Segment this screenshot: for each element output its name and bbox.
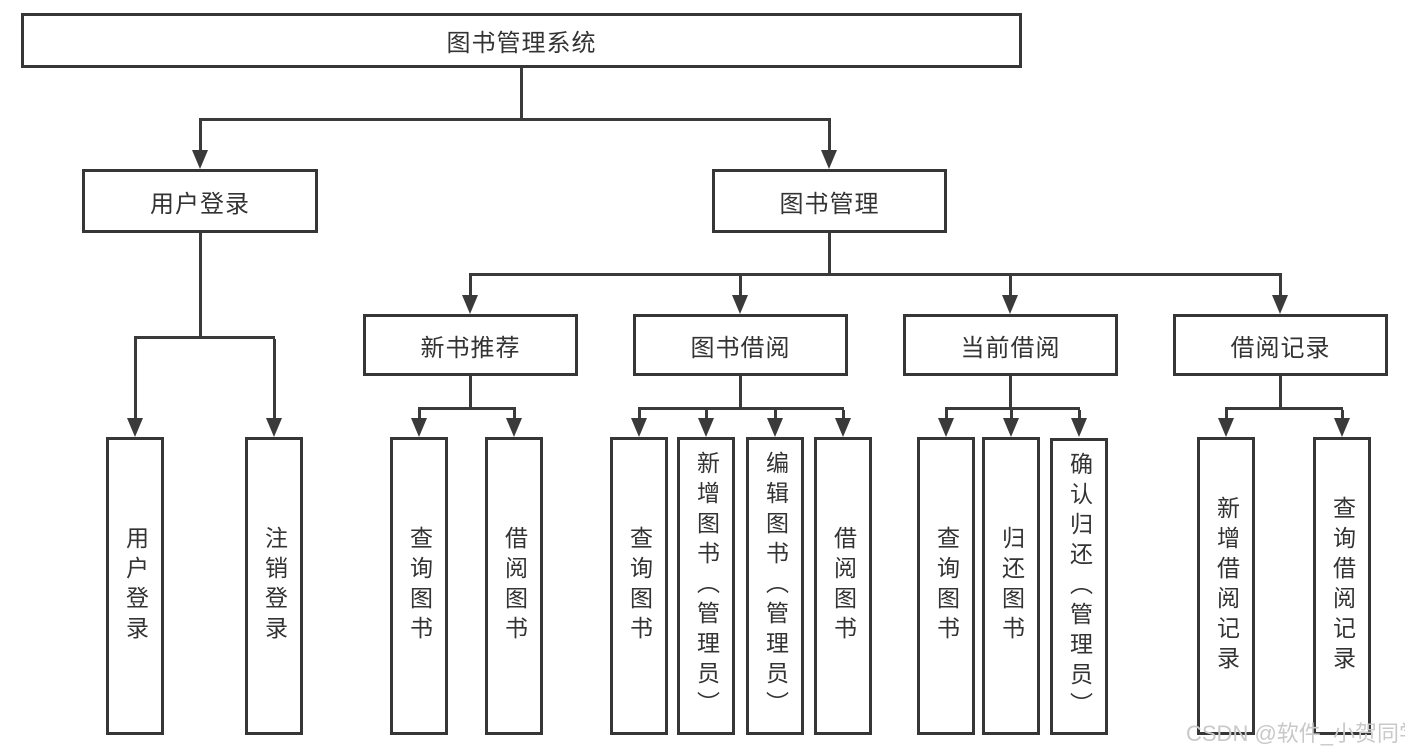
arrow-down-icon bbox=[192, 150, 208, 169]
connector-line bbox=[199, 233, 202, 338]
connector-line bbox=[842, 410, 845, 419]
arrow-down-icon bbox=[1334, 418, 1350, 437]
connector-line bbox=[469, 273, 1282, 276]
connector-line bbox=[828, 121, 831, 150]
connector-line bbox=[134, 339, 137, 418]
node-new-book-recommendation: 新书推荐 bbox=[363, 314, 578, 376]
connector-line bbox=[199, 118, 831, 121]
connector-line bbox=[1341, 410, 1344, 419]
node-label: 当前借阅 bbox=[960, 334, 1061, 362]
leaf-label: 确认归还（管理员） bbox=[1066, 451, 1093, 722]
connector-line bbox=[418, 407, 516, 410]
arrow-down-icon bbox=[1218, 418, 1234, 437]
arrow-down-icon bbox=[506, 418, 522, 437]
leaf-add-borrow-record: 新增借阅记录 bbox=[1197, 437, 1255, 735]
leaf-label: 注销登录 bbox=[261, 526, 288, 646]
connector-line bbox=[418, 410, 421, 419]
arrow-down-icon bbox=[732, 295, 748, 314]
node-library-management-system: 图书管理系统 bbox=[21, 13, 1022, 68]
node-label: 借阅记录 bbox=[1230, 334, 1331, 362]
connector-line bbox=[1009, 376, 1012, 409]
leaf-label: 编辑图书（管理员） bbox=[762, 451, 789, 721]
arrow-down-icon bbox=[698, 418, 714, 437]
node-borrowing-records: 借阅记录 bbox=[1173, 314, 1388, 376]
arrow-down-icon bbox=[1002, 295, 1018, 314]
arrow-down-icon bbox=[411, 418, 427, 437]
leaf-label: 用户登录 bbox=[122, 526, 149, 646]
leaf-query-books-recommend: 查询图书 bbox=[390, 437, 448, 735]
connector-line bbox=[513, 410, 516, 419]
leaf-borrow-books-recommend: 借阅图书 bbox=[485, 437, 543, 735]
leaf-edit-books-admin: 编辑图书（管理员） bbox=[746, 437, 804, 735]
arrow-down-icon bbox=[835, 418, 851, 437]
arrow-down-icon bbox=[1071, 418, 1087, 437]
connector-line bbox=[1078, 410, 1081, 419]
watermark: CSDN @软件_小贺同学 bbox=[1186, 721, 1405, 746]
arrow-down-icon bbox=[462, 295, 478, 314]
connector-line bbox=[273, 339, 276, 418]
arrow-down-icon bbox=[631, 418, 647, 437]
node-book-borrowing: 图书借阅 bbox=[633, 314, 848, 376]
leaf-label: 查询图书 bbox=[406, 526, 433, 646]
leaf-borrow-books: 借阅图书 bbox=[814, 437, 872, 735]
connector-line bbox=[134, 336, 275, 339]
connector-line bbox=[199, 121, 202, 150]
arrow-down-icon bbox=[1003, 418, 1019, 437]
arrow-down-icon bbox=[266, 418, 282, 437]
leaf-label: 归还图书 bbox=[998, 526, 1025, 646]
leaf-label: 查询图书 bbox=[933, 526, 960, 646]
node-label: 图书管理 bbox=[779, 190, 880, 218]
node-label: 新书推荐 bbox=[420, 334, 521, 362]
connector-line bbox=[469, 276, 472, 296]
leaf-user-login: 用户登录 bbox=[106, 437, 164, 735]
leaf-label: 新增图书（管理员） bbox=[693, 451, 720, 721]
leaf-label: 借阅图书 bbox=[830, 526, 857, 646]
connector-line bbox=[828, 233, 831, 276]
connector-line bbox=[945, 407, 1080, 410]
connector-line bbox=[1279, 376, 1282, 409]
connector-line bbox=[945, 410, 948, 419]
connector-line bbox=[638, 407, 844, 410]
connector-line bbox=[638, 410, 641, 419]
arrow-down-icon bbox=[821, 150, 837, 169]
arrow-down-icon bbox=[127, 418, 143, 437]
connector-line bbox=[520, 68, 523, 120]
node-label: 图书管理系统 bbox=[446, 30, 597, 57]
leaf-label: 查询图书 bbox=[626, 526, 653, 646]
connector-line bbox=[739, 276, 742, 296]
leaf-query-borrow-record: 查询借阅记录 bbox=[1313, 437, 1371, 735]
node-current-borrowing: 当前借阅 bbox=[903, 314, 1118, 376]
connector-line bbox=[1279, 276, 1282, 296]
connector-line bbox=[774, 410, 777, 419]
leaf-label: 查询借阅记录 bbox=[1329, 496, 1356, 676]
leaf-label: 借阅图书 bbox=[501, 526, 528, 646]
connector-line bbox=[705, 410, 708, 419]
node-label: 图书借阅 bbox=[690, 334, 791, 362]
leaf-confirm-return-admin: 确认归还（管理员） bbox=[1050, 438, 1108, 735]
node-user-login-branch: 用户登录 bbox=[82, 169, 318, 233]
leaf-logout: 注销登录 bbox=[245, 437, 303, 735]
leaf-query-books-borrowing: 查询图书 bbox=[610, 437, 668, 735]
arrow-down-icon bbox=[767, 418, 783, 437]
connector-line bbox=[1225, 407, 1343, 410]
arrow-down-icon bbox=[938, 418, 954, 437]
connector-line bbox=[1225, 410, 1228, 419]
connector-line bbox=[1009, 276, 1012, 296]
connector-line bbox=[1010, 410, 1013, 419]
arrow-down-icon bbox=[1272, 295, 1288, 314]
leaf-query-books-current: 查询图书 bbox=[917, 437, 975, 735]
connector-line bbox=[739, 376, 742, 409]
leaf-return-books: 归还图书 bbox=[982, 437, 1040, 735]
node-book-management: 图书管理 bbox=[712, 169, 947, 233]
connector-line bbox=[469, 376, 472, 409]
leaf-add-books-admin: 新增图书（管理员） bbox=[677, 437, 735, 735]
leaf-label: 新增借阅记录 bbox=[1213, 496, 1240, 676]
node-label: 用户登录 bbox=[150, 190, 250, 218]
